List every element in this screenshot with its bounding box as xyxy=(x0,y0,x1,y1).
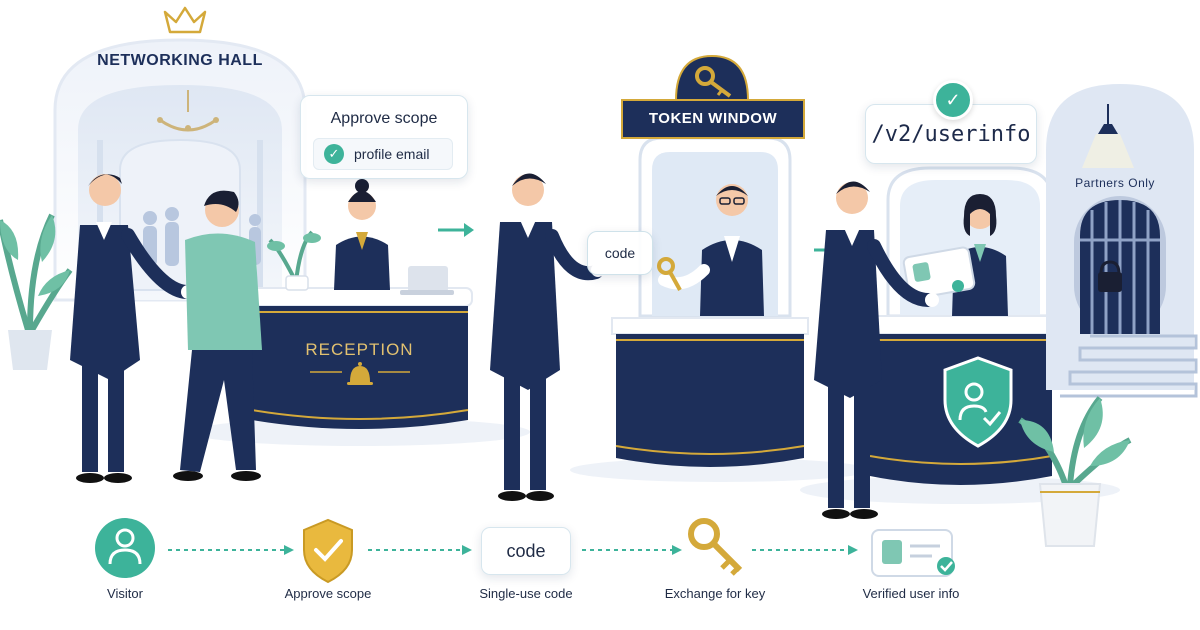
dashed-arrow xyxy=(582,545,682,555)
token-window-sign: TOKEN WINDOW xyxy=(648,110,778,127)
bell-icon xyxy=(347,362,373,385)
dashed-arrow xyxy=(368,545,472,555)
scope-value: profile email xyxy=(354,146,430,162)
visitor-figure xyxy=(173,190,262,481)
approve-scope-card: Approve scope ✓ profile email xyxy=(300,95,468,179)
token-clerk-figure xyxy=(658,184,764,316)
userinfo-booth xyxy=(865,166,1057,485)
step-label-visitor: Visitor xyxy=(107,586,143,601)
plant-left xyxy=(0,213,73,370)
dashed-arrow xyxy=(752,545,858,555)
key-icon xyxy=(695,66,732,98)
dashed-arrow xyxy=(168,545,294,555)
plant-right xyxy=(1018,396,1132,547)
scope-card-title: Approve scope xyxy=(330,110,438,127)
id-card-check-icon xyxy=(871,529,955,577)
butler-figure-1 xyxy=(70,174,195,483)
networking-hall-sign: NETWORKING HALL xyxy=(97,52,263,69)
id-card-icon xyxy=(902,246,976,300)
key-icon xyxy=(688,518,743,576)
partners-room xyxy=(1046,84,1198,398)
partners-only-sign: Partners Only xyxy=(1075,176,1155,190)
butler-figure-2 xyxy=(490,173,605,501)
reception-sign: RECEPTION xyxy=(305,340,414,359)
code-card-icon: code xyxy=(481,527,571,575)
check-icon: ✓ xyxy=(324,144,344,164)
step-label-verified-user-info: Verified user info xyxy=(862,586,960,601)
padlock-icon xyxy=(1098,260,1122,292)
laptop xyxy=(400,266,454,295)
key-handoff-icon xyxy=(657,257,682,291)
receptionist-figure xyxy=(334,179,390,290)
step-label-exchange-for-key: Exchange for key xyxy=(664,586,766,601)
scope-item: ✓ profile email xyxy=(313,138,453,170)
butler-figure-3 xyxy=(814,181,939,519)
person-icon xyxy=(95,518,155,578)
arrow-right-icon xyxy=(438,223,474,237)
step-flow xyxy=(95,518,955,584)
crown-icon xyxy=(163,6,207,34)
step-label-approve-scope: Approve scope xyxy=(284,586,372,601)
code-tag: code xyxy=(587,231,653,275)
shield-user-check-icon xyxy=(943,356,1013,448)
desk-plant xyxy=(267,230,321,291)
shield-check-icon xyxy=(303,518,353,584)
check-icon: ✓ xyxy=(933,80,973,120)
step-label-single-use-code: Single-use code xyxy=(479,586,573,601)
